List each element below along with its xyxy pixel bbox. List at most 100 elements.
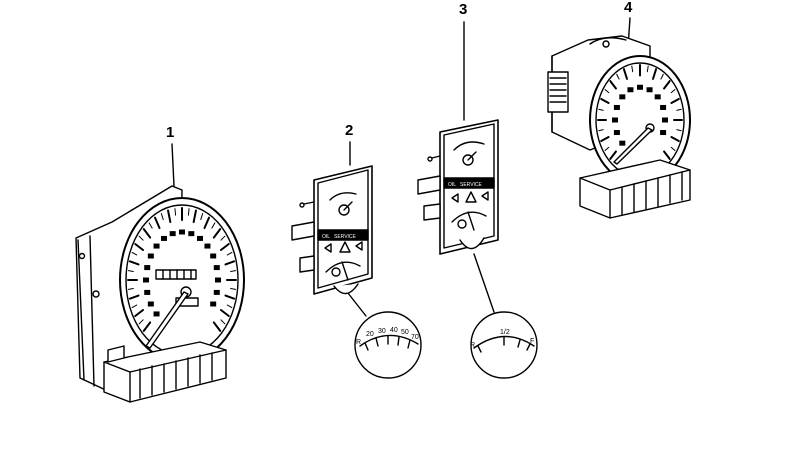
dial-tick	[128, 260, 140, 266]
dial-tick	[670, 136, 680, 143]
dial-numeral-block	[637, 84, 643, 90]
dial-tick	[160, 212, 164, 221]
dial-numeral-block	[210, 301, 217, 307]
dial-tick	[200, 212, 204, 221]
dial-tick	[226, 304, 233, 309]
dial-tick	[212, 321, 222, 332]
dial-numeral-block	[613, 130, 620, 136]
dial-numeral-block	[153, 243, 160, 249]
fuel-left-mark: R	[470, 342, 475, 349]
dial-numeral-block	[144, 289, 151, 295]
dial-tick	[616, 73, 620, 80]
tachometer-ticks	[597, 64, 683, 160]
dial-tick	[127, 288, 134, 290]
dial-tick	[224, 294, 236, 300]
dial-numeral-block	[210, 253, 217, 259]
dial-tick	[220, 319, 226, 325]
dial-numeral-block	[646, 87, 653, 93]
dial-tick	[192, 209, 197, 224]
temp-tick-50: 50	[401, 329, 409, 336]
dial-numeral-block	[153, 311, 160, 317]
dial-tick	[622, 68, 628, 80]
dial-tick	[652, 68, 658, 80]
callout-2[interactable]: 2	[345, 122, 354, 139]
dial-numeral-block	[144, 265, 151, 271]
panel3-label-service: SERVICE	[460, 182, 483, 188]
dial-tick	[187, 208, 190, 216]
dial-numeral-block	[147, 253, 154, 259]
dial-tick	[142, 321, 152, 332]
dial-numeral-block	[213, 265, 220, 271]
dial-numeral-block	[613, 104, 620, 110]
panel3-label-oil: OIL	[448, 182, 456, 188]
dial-tick	[609, 150, 617, 160]
dial-numeral-block	[619, 140, 626, 146]
temp-tick-20: 20	[366, 331, 374, 338]
dial-tick	[203, 216, 210, 230]
dial-tick	[154, 216, 161, 230]
temp-tick-70: 70	[411, 334, 419, 341]
dial-tick	[598, 129, 604, 132]
dial-tick	[609, 80, 617, 90]
dial-numeral-block	[213, 289, 220, 295]
callout-3[interactable]: 3	[459, 1, 468, 18]
fuel-center-mark: 1/2	[500, 329, 510, 336]
dial-tick	[224, 260, 236, 266]
dial-numeral-block	[660, 130, 667, 136]
dial-tick	[219, 243, 230, 251]
circuit-panel-part-2[interactable]: OIL SERVICE	[291, 165, 373, 295]
dial-tick	[131, 251, 138, 256]
speedometer-part-1[interactable]	[75, 185, 245, 403]
dial-numeral-block	[204, 243, 211, 249]
callout-1[interactable]: 1	[166, 124, 175, 141]
dial-numeral-block	[660, 104, 667, 110]
dial-tick	[174, 208, 177, 216]
dial-numeral-block	[161, 235, 167, 241]
dial-numeral-block	[612, 117, 618, 123]
tachometer-part-4[interactable]	[547, 35, 691, 219]
temp-tick-30: 30	[378, 328, 386, 335]
dial-tick	[676, 129, 682, 132]
dial-tick	[670, 97, 680, 104]
dial-numeral-block	[627, 87, 634, 93]
dial-tick	[230, 270, 237, 272]
dial-tick	[646, 65, 649, 73]
tachometer-connector-fins	[621, 171, 683, 216]
dial-tick	[631, 65, 634, 73]
circuit-panel-part-3[interactable]: OIL SERVICE	[417, 119, 499, 255]
dial-tick	[134, 243, 145, 251]
dial-tick	[226, 251, 233, 256]
detail-fuel-gauge[interactable]: R 1/2 F	[470, 311, 538, 379]
dial-tick	[598, 108, 604, 111]
dial-tick	[211, 222, 216, 229]
dial-tick	[131, 304, 138, 309]
speedometer-connector-fins	[139, 352, 213, 399]
temp-left-mark: R	[356, 339, 361, 346]
dial-tick	[670, 146, 676, 152]
dial-tick	[142, 228, 152, 239]
dial-numeral-block	[619, 94, 626, 100]
dial-tick	[138, 319, 144, 325]
dial-tick	[212, 228, 222, 239]
detail-temperature-gauge[interactable]: R 20 30 40 50 70	[354, 311, 422, 379]
dial-tick	[600, 136, 610, 143]
dial-tick	[219, 309, 230, 317]
dial-numeral-block	[179, 229, 185, 235]
panel2-label-service: SERVICE	[334, 234, 357, 240]
dial-numeral-block	[654, 94, 661, 100]
dial-numeral-block	[662, 117, 668, 123]
dial-numeral-block	[143, 277, 149, 283]
dial-tick	[600, 97, 610, 104]
callout-4[interactable]: 4	[624, 0, 633, 16]
dial-tick	[604, 88, 610, 94]
temp-tick-40: 40	[390, 327, 398, 334]
dial-tick	[663, 150, 671, 160]
dial-tick	[604, 146, 610, 152]
dial-tick	[230, 288, 237, 290]
dial-tick	[128, 294, 140, 300]
dial-tick	[148, 222, 153, 229]
dial-numeral-block	[197, 235, 203, 241]
fuel-right-mark: F	[530, 338, 534, 345]
